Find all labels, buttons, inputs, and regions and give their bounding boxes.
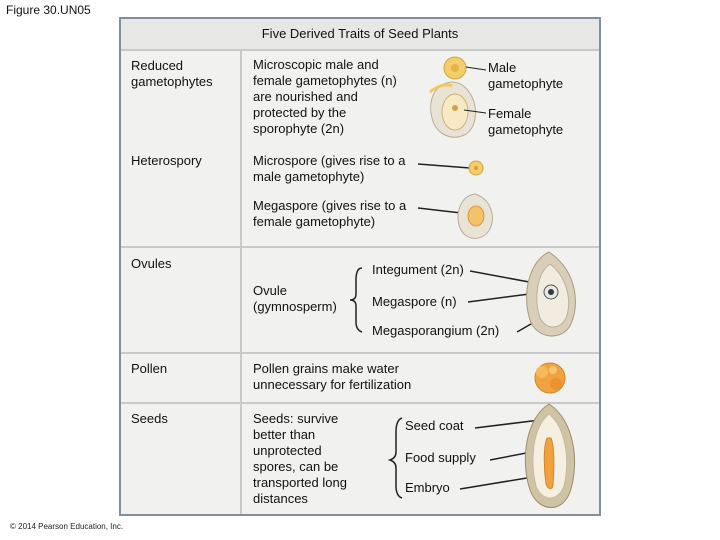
column-divider [240, 51, 242, 514]
label-male-gametophyte: Male gametophyte [488, 60, 564, 91]
label-female-gametophyte: Female gametophyte [488, 106, 564, 137]
table-title: Five Derived Traits of Seed Plants [121, 19, 599, 51]
row-divider [121, 352, 599, 354]
row-divider [121, 402, 599, 404]
desc-seeds: Seeds: survive better than unprotected s… [253, 411, 347, 506]
desc-pollen: Pollen grains make water unnecessary for… [253, 361, 412, 392]
trait-ovules: Ovules [131, 256, 172, 271]
megaspore-illustration [457, 193, 493, 239]
desc-reduced-gametophytes: Microscopic male and female gametophytes… [253, 57, 397, 136]
leader-line [417, 163, 471, 169]
trait-reduced-gametophytes: Reduced gametophytes [131, 58, 213, 89]
label-megasporangium: Megasporangium (2n) [372, 323, 500, 338]
leader-line [465, 66, 487, 71]
ovule-bracket [349, 267, 363, 333]
copyright: © 2014 Pearson Education, Inc. [10, 522, 124, 531]
row-divider [121, 246, 599, 248]
trait-seeds: Seeds [131, 411, 168, 426]
figure-label: Figure 30.UN05 [6, 3, 91, 17]
trait-heterospory: Heterospory [131, 153, 202, 168]
seed-bracket [387, 417, 403, 499]
female-gametophyte-illustration [429, 81, 476, 138]
label-seed-coat: Seed coat [405, 418, 464, 433]
leader-line [463, 109, 487, 114]
male-gametophyte-illustration [443, 56, 467, 80]
ovule-illustration [526, 251, 576, 337]
label-embryo: Embryo [405, 480, 450, 495]
label-integument: Integument (2n) [372, 262, 464, 277]
leader-line [474, 419, 541, 429]
desc-microspore: Microspore (gives rise to a male gametop… [253, 153, 406, 184]
label-megaspore: Megaspore (n) [372, 294, 457, 309]
seed-illustration [524, 403, 576, 508]
label-food-supply: Food supply [405, 450, 476, 465]
pollen-grain-illustration [534, 362, 566, 394]
desc-ovule: Ovule (gymnosperm) [253, 283, 337, 314]
desc-megaspore: Megaspore (gives rise to a female gameto… [253, 198, 407, 229]
traits-table [119, 17, 601, 516]
trait-pollen: Pollen [131, 361, 168, 376]
